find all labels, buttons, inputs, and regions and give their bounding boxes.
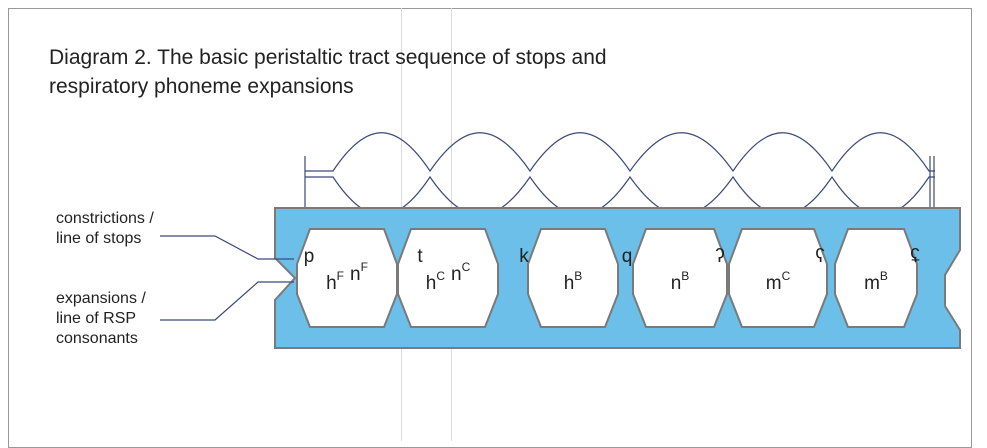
chamber-label-superscript: B <box>574 269 582 283</box>
stop-label: ʢ <box>910 246 920 267</box>
wave-upper-line <box>305 132 935 173</box>
expansions-leader <box>160 281 294 321</box>
chamber-label: mC <box>766 269 791 294</box>
stop-label: t <box>417 246 423 267</box>
expansion-chamber <box>834 228 918 328</box>
expansion-chamber <box>397 228 499 328</box>
chamber-label-base: h <box>326 273 337 294</box>
chamber-label-superscript: C <box>782 269 791 283</box>
chamber-label: nB <box>671 269 690 294</box>
chamber-label-base: h <box>564 273 575 294</box>
stop-label: ʕ <box>815 246 825 267</box>
constrictions-leader <box>160 235 294 260</box>
expansions-label-line-1: expansions / <box>56 290 146 307</box>
leader-lines <box>160 235 294 321</box>
expansions-label-line-3: consonants <box>56 330 138 347</box>
constrictions-label: constrictions / line of stops <box>56 209 154 249</box>
title-line-2: respiratory phoneme expansions <box>49 75 354 98</box>
expansions-label-line-2: line of RSP <box>56 310 137 327</box>
stop-label: p <box>304 246 315 267</box>
expansion-chamber <box>632 228 728 328</box>
chamber-label-superscript: F <box>361 260 368 274</box>
title-line-1: Diagram 2. The basic peristaltic tract s… <box>49 46 607 69</box>
chamber-label-base: n <box>671 273 682 294</box>
chamber-label-superscript: F <box>337 269 344 283</box>
chamber-label-base: m <box>766 273 782 294</box>
expansions-label: expansions / line of RSP consonants <box>56 289 146 349</box>
wave-lower-line <box>305 175 935 216</box>
expansion-chamber <box>728 228 828 328</box>
expansion-chamber <box>296 228 398 328</box>
stop-label: k <box>519 246 529 267</box>
expansion-chamber <box>527 228 619 328</box>
constrictions-label-line-1: constrictions / <box>56 210 154 227</box>
chamber-label-superscript: C <box>462 260 471 274</box>
stop-label: ʔ <box>715 246 725 267</box>
chamber-label-base: h <box>426 273 437 294</box>
chamber-label: mB <box>864 269 888 294</box>
peristaltic-wave <box>304 132 935 216</box>
chamber-label-base: m <box>864 273 880 294</box>
chamber-label-base: n <box>451 264 462 285</box>
stop-label: q <box>622 246 633 267</box>
constrictions-label-line-2: line of stops <box>56 230 142 247</box>
chamber-label-base: n <box>350 264 361 285</box>
chamber-label-superscript: B <box>681 269 689 283</box>
chamber-label-superscript: B <box>880 269 888 283</box>
chamber-label: hB <box>564 269 583 294</box>
chamber-label-superscript: C <box>436 269 445 283</box>
diagram-title: Diagram 2. The basic peristaltic tract s… <box>49 43 607 101</box>
